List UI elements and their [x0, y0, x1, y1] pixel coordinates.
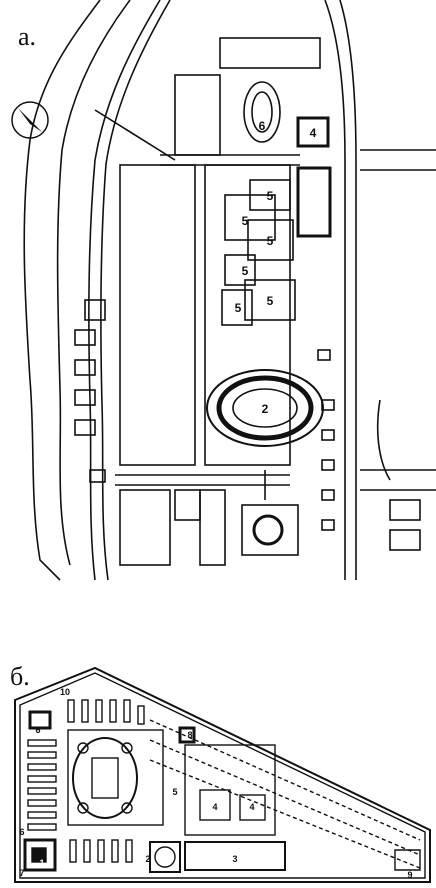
marker-a-4: 4 [310, 126, 317, 140]
garden-block-sw1 [119, 489, 171, 566]
building-1-plaza [241, 504, 299, 556]
marker-a-5c: 5 [242, 264, 249, 278]
north-arrow-icon [11, 101, 49, 139]
court-5b [249, 179, 291, 211]
track-6-inner [251, 91, 273, 133]
building-2-dome [154, 846, 176, 868]
marker-b-10: 10 [60, 687, 70, 697]
stadium-plaza [67, 729, 164, 826]
complex-4a [199, 789, 231, 821]
garden-block-top [219, 37, 321, 69]
small-block-2 [74, 359, 96, 376]
marker-a-6: 6 [259, 119, 266, 133]
east-block-3 [321, 429, 335, 441]
panel-a-label: а. [18, 22, 37, 51]
building-1 [252, 514, 284, 546]
court-5c [247, 219, 294, 261]
building-9 [394, 849, 421, 871]
building-1-b [23, 838, 57, 872]
marker-a-1: 1 [265, 524, 272, 538]
parking-left [27, 739, 57, 831]
garden-block-west [119, 164, 196, 466]
garden-block-sw3 [199, 489, 226, 566]
small-block-1 [74, 329, 96, 346]
small-block-4 [74, 419, 96, 436]
garden-block-sw2 [174, 489, 201, 521]
east-block-4 [321, 459, 335, 471]
terrain-line-2 [149, 739, 421, 856]
small-block-5 [84, 299, 106, 321]
marker-b-8: 8 [187, 730, 192, 740]
east-road-1 [324, 0, 346, 580]
parking-top [67, 699, 145, 725]
boulevard-line-1 [88, 0, 161, 581]
marker-b-3: 3 [232, 854, 237, 864]
building-3 [296, 166, 332, 238]
marker-b-9: 9 [407, 870, 412, 880]
court-5f [221, 289, 253, 326]
small-block-6 [89, 469, 106, 483]
complex-4b [239, 794, 266, 821]
east-block-2 [321, 399, 335, 411]
mast-4 [121, 802, 133, 814]
court-5d [224, 254, 256, 286]
marker-a-5b: 5 [267, 234, 274, 248]
marker-a-5f: 5 [242, 214, 249, 228]
building-6-top [28, 710, 52, 730]
mast-1 [77, 742, 89, 754]
east-block-7 [389, 499, 421, 521]
marker-b-2: 2 [145, 854, 150, 864]
east-road-2 [339, 0, 357, 580]
building-2 [149, 841, 181, 873]
stadium-b-field [91, 757, 119, 799]
marker-a-2: 2 [262, 402, 269, 416]
marker-a-3: 3 [311, 196, 318, 210]
stadium-2-stands [216, 375, 314, 441]
site-boundary [14, 666, 431, 883]
complex-4 [184, 744, 276, 836]
garden-block-nw [174, 74, 221, 156]
diagonal-path [94, 109, 176, 161]
marker-b-6b: 6 [19, 827, 24, 837]
east-block-1 [317, 349, 331, 361]
marker-b-4b: 4 [249, 802, 254, 812]
curve-road [376, 399, 391, 481]
small-block-3 [74, 389, 96, 406]
east-block-5 [321, 489, 335, 501]
marker-b-4a: 4 [212, 802, 217, 812]
marker-b-1: 1 [39, 858, 44, 868]
east-block-8 [389, 529, 421, 551]
boulevard-line-2 [100, 0, 171, 581]
plan-a [23, 0, 436, 581]
marker-b-7: 7 [19, 868, 24, 878]
track-6 [243, 81, 281, 143]
stadium-2-field [232, 388, 298, 428]
east-block-6 [321, 519, 335, 531]
court-5e [244, 279, 296, 321]
marker-a-5e: 5 [235, 301, 242, 315]
parking-bottom [69, 839, 133, 863]
mast-3 [77, 802, 89, 814]
marker-b-6a: 6 [35, 725, 40, 735]
stadium-2-outer [206, 369, 324, 447]
building-row-3 [184, 841, 286, 871]
river-bank-outer [23, 0, 101, 581]
building-8 [178, 726, 196, 744]
building-1-b-core [31, 847, 47, 863]
building-4 [296, 116, 330, 148]
river-bank-inner [56, 0, 131, 566]
panel-b-label: б. [10, 662, 30, 691]
marker-a-5a: 5 [267, 189, 274, 203]
marker-a-5d: 5 [267, 294, 274, 308]
mast-2 [121, 742, 133, 754]
marker-b-5: 5 [172, 787, 177, 797]
site-boundary-inner [19, 672, 426, 879]
plan-b [14, 666, 431, 883]
stadium-b [72, 737, 138, 819]
